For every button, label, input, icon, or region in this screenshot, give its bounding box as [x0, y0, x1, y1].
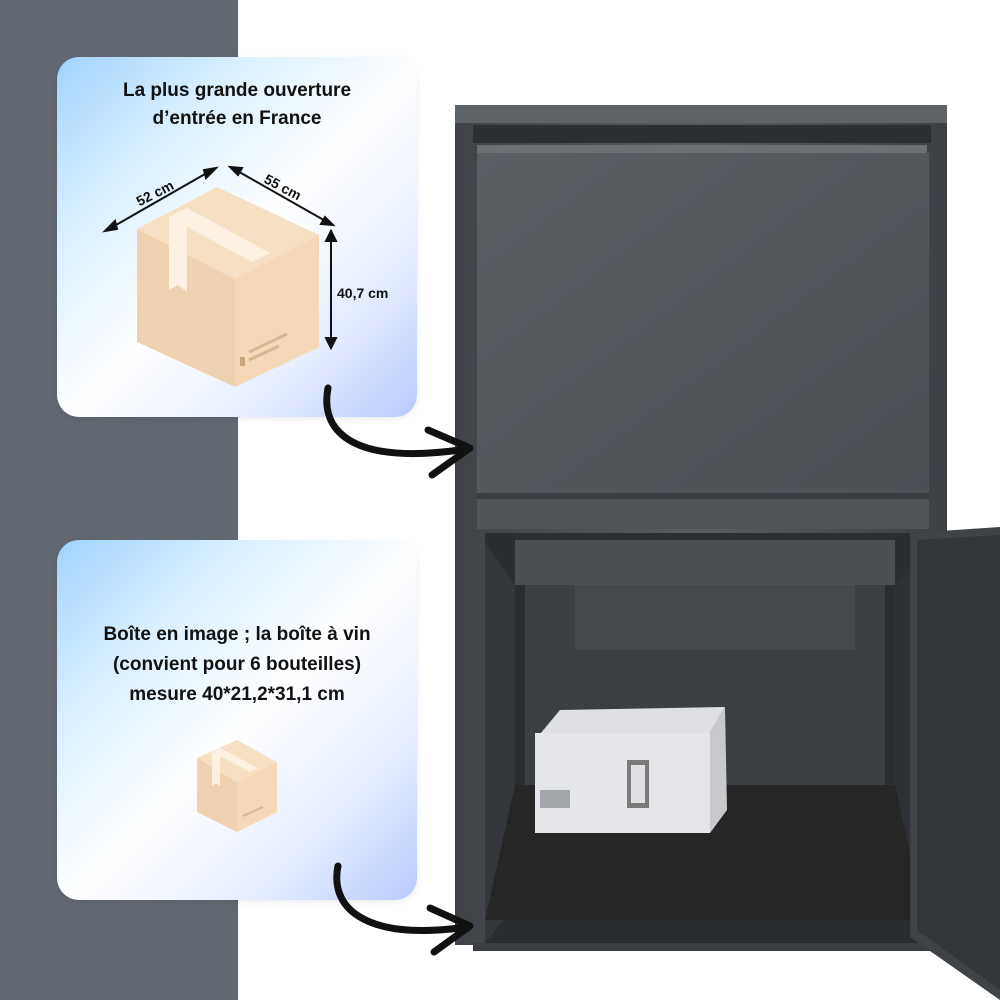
top-flap-door — [477, 153, 929, 495]
wine-box-description: Boîte en image ; la boîte à vin (convien… — [57, 620, 417, 710]
opening-size-title: La plus grande ouverture d’entrée en Fra… — [57, 77, 417, 133]
opening-size-card: La plus grande ouverture d’entrée en Fra… — [57, 57, 417, 417]
wine-box-card: Boîte en image ; la boîte à vin (convien… — [57, 540, 417, 900]
mail-slot — [473, 125, 931, 143]
parcel-mailbox — [455, 105, 1000, 1000]
arrow-to-top-flap — [323, 384, 474, 479]
small-box-diagram — [197, 740, 277, 832]
opening-size-title-line1: La plus grande ouverture — [122, 80, 352, 101]
small-cardboard-box-icon — [197, 740, 277, 832]
wine-box-line3: mesure 40*21,2*31,1 cm — [129, 684, 345, 705]
wine-box-photo — [535, 707, 727, 833]
dimension-arrows — [102, 165, 338, 351]
wine-box-line2: (convient pour 6 bouteilles) — [112, 654, 362, 675]
wine-box-line1: Boîte en image ; la boîte à vin — [103, 624, 371, 645]
opening-size-title-line2: d’entrée en France — [152, 108, 322, 129]
cardboard-box-icon — [137, 187, 319, 387]
height-dimension-label: 40,7 cm — [337, 285, 389, 301]
dimension-diagram — [102, 165, 338, 387]
arrow-to-lower-compartment — [333, 862, 474, 956]
